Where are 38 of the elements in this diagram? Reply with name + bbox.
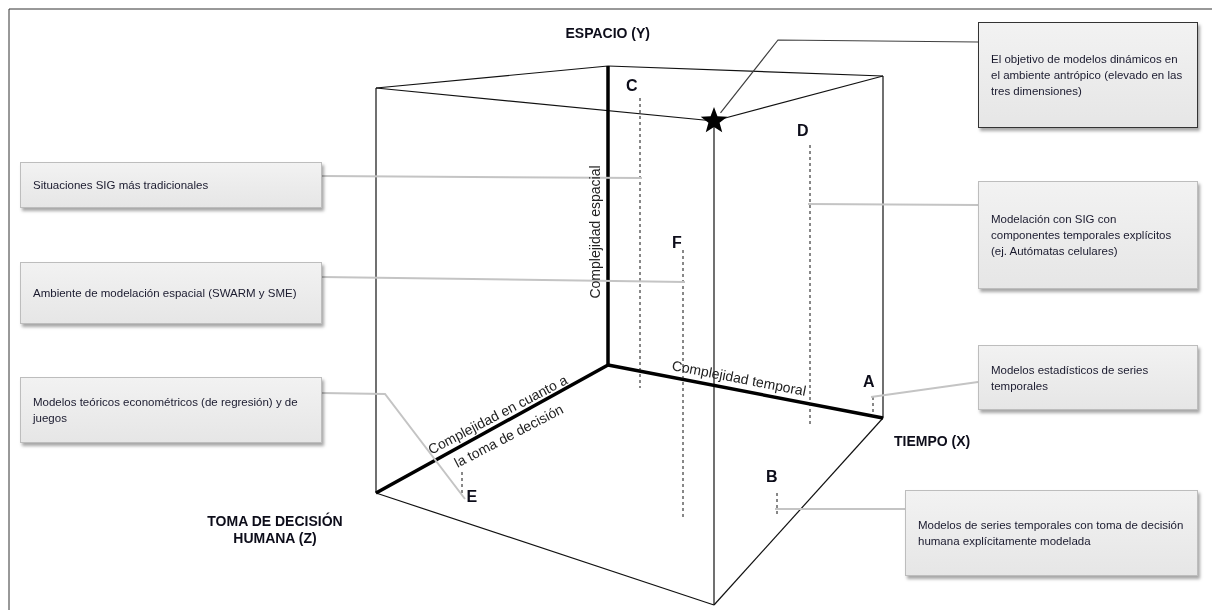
callout-text: Modelos de series temporales con toma de decisión humana explícitamente modelada (918, 518, 1185, 549)
leader-line (807, 203, 979, 206)
callout-box (20, 262, 322, 324)
dashed-marker-line (639, 97, 641, 389)
callout-box (905, 490, 1198, 576)
callout-text: El objetivo de modelos dinámicos en el ambiente antrópico (elevado en las tres dimensiones) (991, 52, 1184, 99)
leader-line (321, 392, 466, 500)
callout-text: Situaciones SIG más tradicionales (33, 178, 209, 193)
callout-box (978, 22, 1198, 128)
point-letter: F (672, 234, 682, 252)
star-marker (700, 107, 728, 133)
callout-text: Ambiente de modelación espacial (SWARM y SME) (33, 286, 297, 301)
point-letter: A (863, 373, 875, 391)
dashed-marker-line (776, 492, 778, 517)
callout-box (978, 345, 1198, 410)
callout-box (978, 181, 1198, 289)
callout-text: Modelos estadísticos de series temporales (991, 362, 1150, 394)
axis-label: Complejidad espacial (586, 165, 603, 299)
leader-line (321, 276, 686, 283)
leader-line (719, 39, 979, 114)
leader-line (870, 381, 979, 398)
callout-text: Modelación con SIG con componentes temporales explícitos (ej. Autómatas celulares) (991, 212, 1173, 259)
callout-text: Modelos teóricos econométricos (de regresión) y de juegos (33, 395, 299, 426)
dashed-marker-line (682, 249, 684, 518)
axis-title: ESPACIO (Y) (565, 25, 651, 41)
leader-line (321, 175, 643, 179)
callout-box (20, 162, 322, 208)
dashed-marker-line (809, 144, 811, 426)
axis-title: TIEMPO (X) (894, 433, 971, 449)
leader-line (774, 508, 906, 510)
point-letter: C (626, 77, 638, 95)
point-letter: E (466, 488, 478, 506)
callout-box (20, 377, 322, 443)
dashed-marker-line (461, 471, 463, 496)
point-letter: D (797, 122, 809, 140)
dashed-marker-line (872, 396, 874, 417)
point-letter: B (766, 468, 778, 486)
axis-title: TOMA DE DECISIÓN HUMANA (Z) (206, 512, 344, 548)
